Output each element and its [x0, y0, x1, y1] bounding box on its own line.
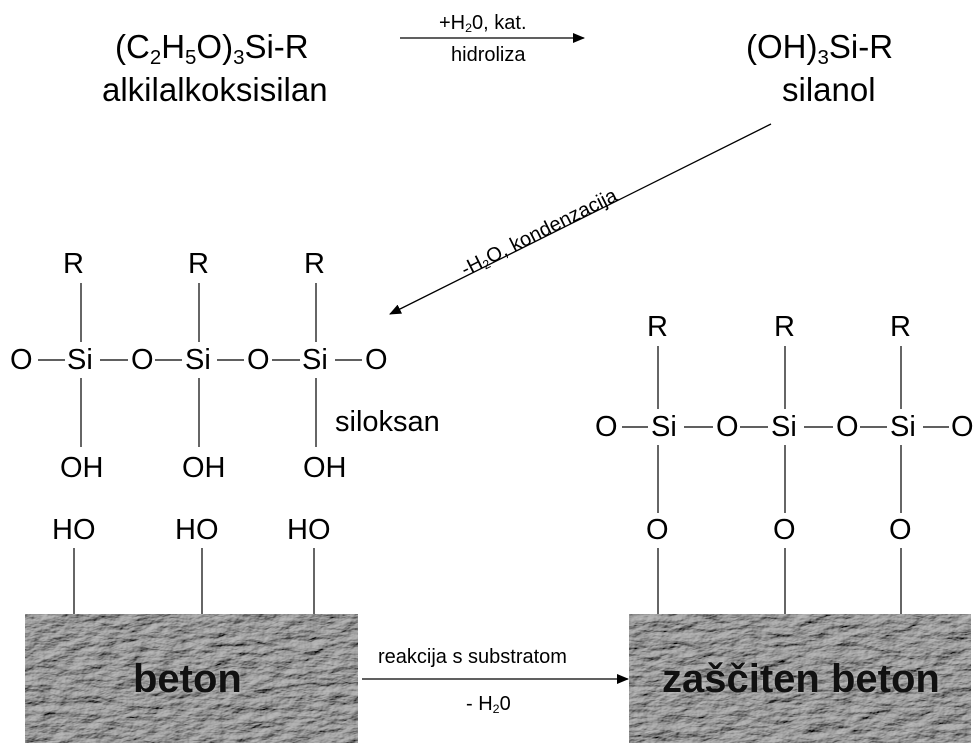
- oxygen-atom: O: [247, 344, 270, 376]
- oxygen-atom: O: [836, 411, 859, 443]
- r-group: R: [890, 311, 911, 343]
- silicon-atom: Si: [651, 411, 677, 443]
- product-name: silanol: [782, 71, 876, 108]
- beton-block: [25, 614, 358, 743]
- silicon-atom: Si: [890, 411, 916, 443]
- left-siloxane-bonds: [38, 283, 362, 614]
- oxygen-atom: O: [716, 411, 739, 443]
- oxygen-atom: O: [131, 344, 154, 376]
- surface-hydroxyl: HO: [175, 514, 219, 546]
- hydroxyl-group: OH: [182, 452, 226, 484]
- r-group: R: [188, 248, 209, 280]
- right-siloxane-bonds: [622, 346, 949, 614]
- bridging-oxygen: O: [646, 514, 669, 546]
- r-group: R: [304, 248, 325, 280]
- surface-hydroxyl: HO: [52, 514, 96, 546]
- r-group: R: [774, 311, 795, 343]
- silicon-atom: Si: [302, 344, 328, 376]
- oxygen-atom: O: [951, 411, 974, 443]
- hydroxyl-group: OH: [303, 452, 347, 484]
- silicon-atom: Si: [185, 344, 211, 376]
- bridging-oxygen: O: [773, 514, 796, 546]
- hydroxyl-group: OH: [60, 452, 104, 484]
- reactant-name: alkilalkoksisilan: [102, 71, 328, 108]
- r-group: R: [63, 248, 84, 280]
- water-release-label: - H20: [466, 693, 511, 717]
- silicon-atom: Si: [67, 344, 93, 376]
- bridging-oxygen: O: [889, 514, 912, 546]
- surface-hydroxyl: HO: [287, 514, 331, 546]
- beton-label: beton: [133, 657, 242, 701]
- condensation-arrow: [389, 123, 772, 315]
- protected-beton-label: zaščiten beton: [662, 657, 940, 701]
- hydrolysis-conditions: +H20, kat.: [439, 12, 527, 36]
- reactant-formula: (C2H5O)3Si-R: [115, 28, 309, 69]
- oxygen-atom: O: [595, 411, 618, 443]
- substrate-reaction-label: reakcija s substratom: [378, 646, 567, 668]
- protected-beton-block: [629, 614, 971, 743]
- product-formula: (OH)3Si-R: [746, 28, 894, 69]
- r-group: R: [647, 311, 668, 343]
- silicon-atom: Si: [771, 411, 797, 443]
- oxygen-atom: O: [10, 344, 33, 376]
- hydrolysis-label: hidroliza: [451, 44, 526, 66]
- siloxane-label: siloksan: [335, 406, 440, 438]
- oxygen-atom: O: [365, 344, 388, 376]
